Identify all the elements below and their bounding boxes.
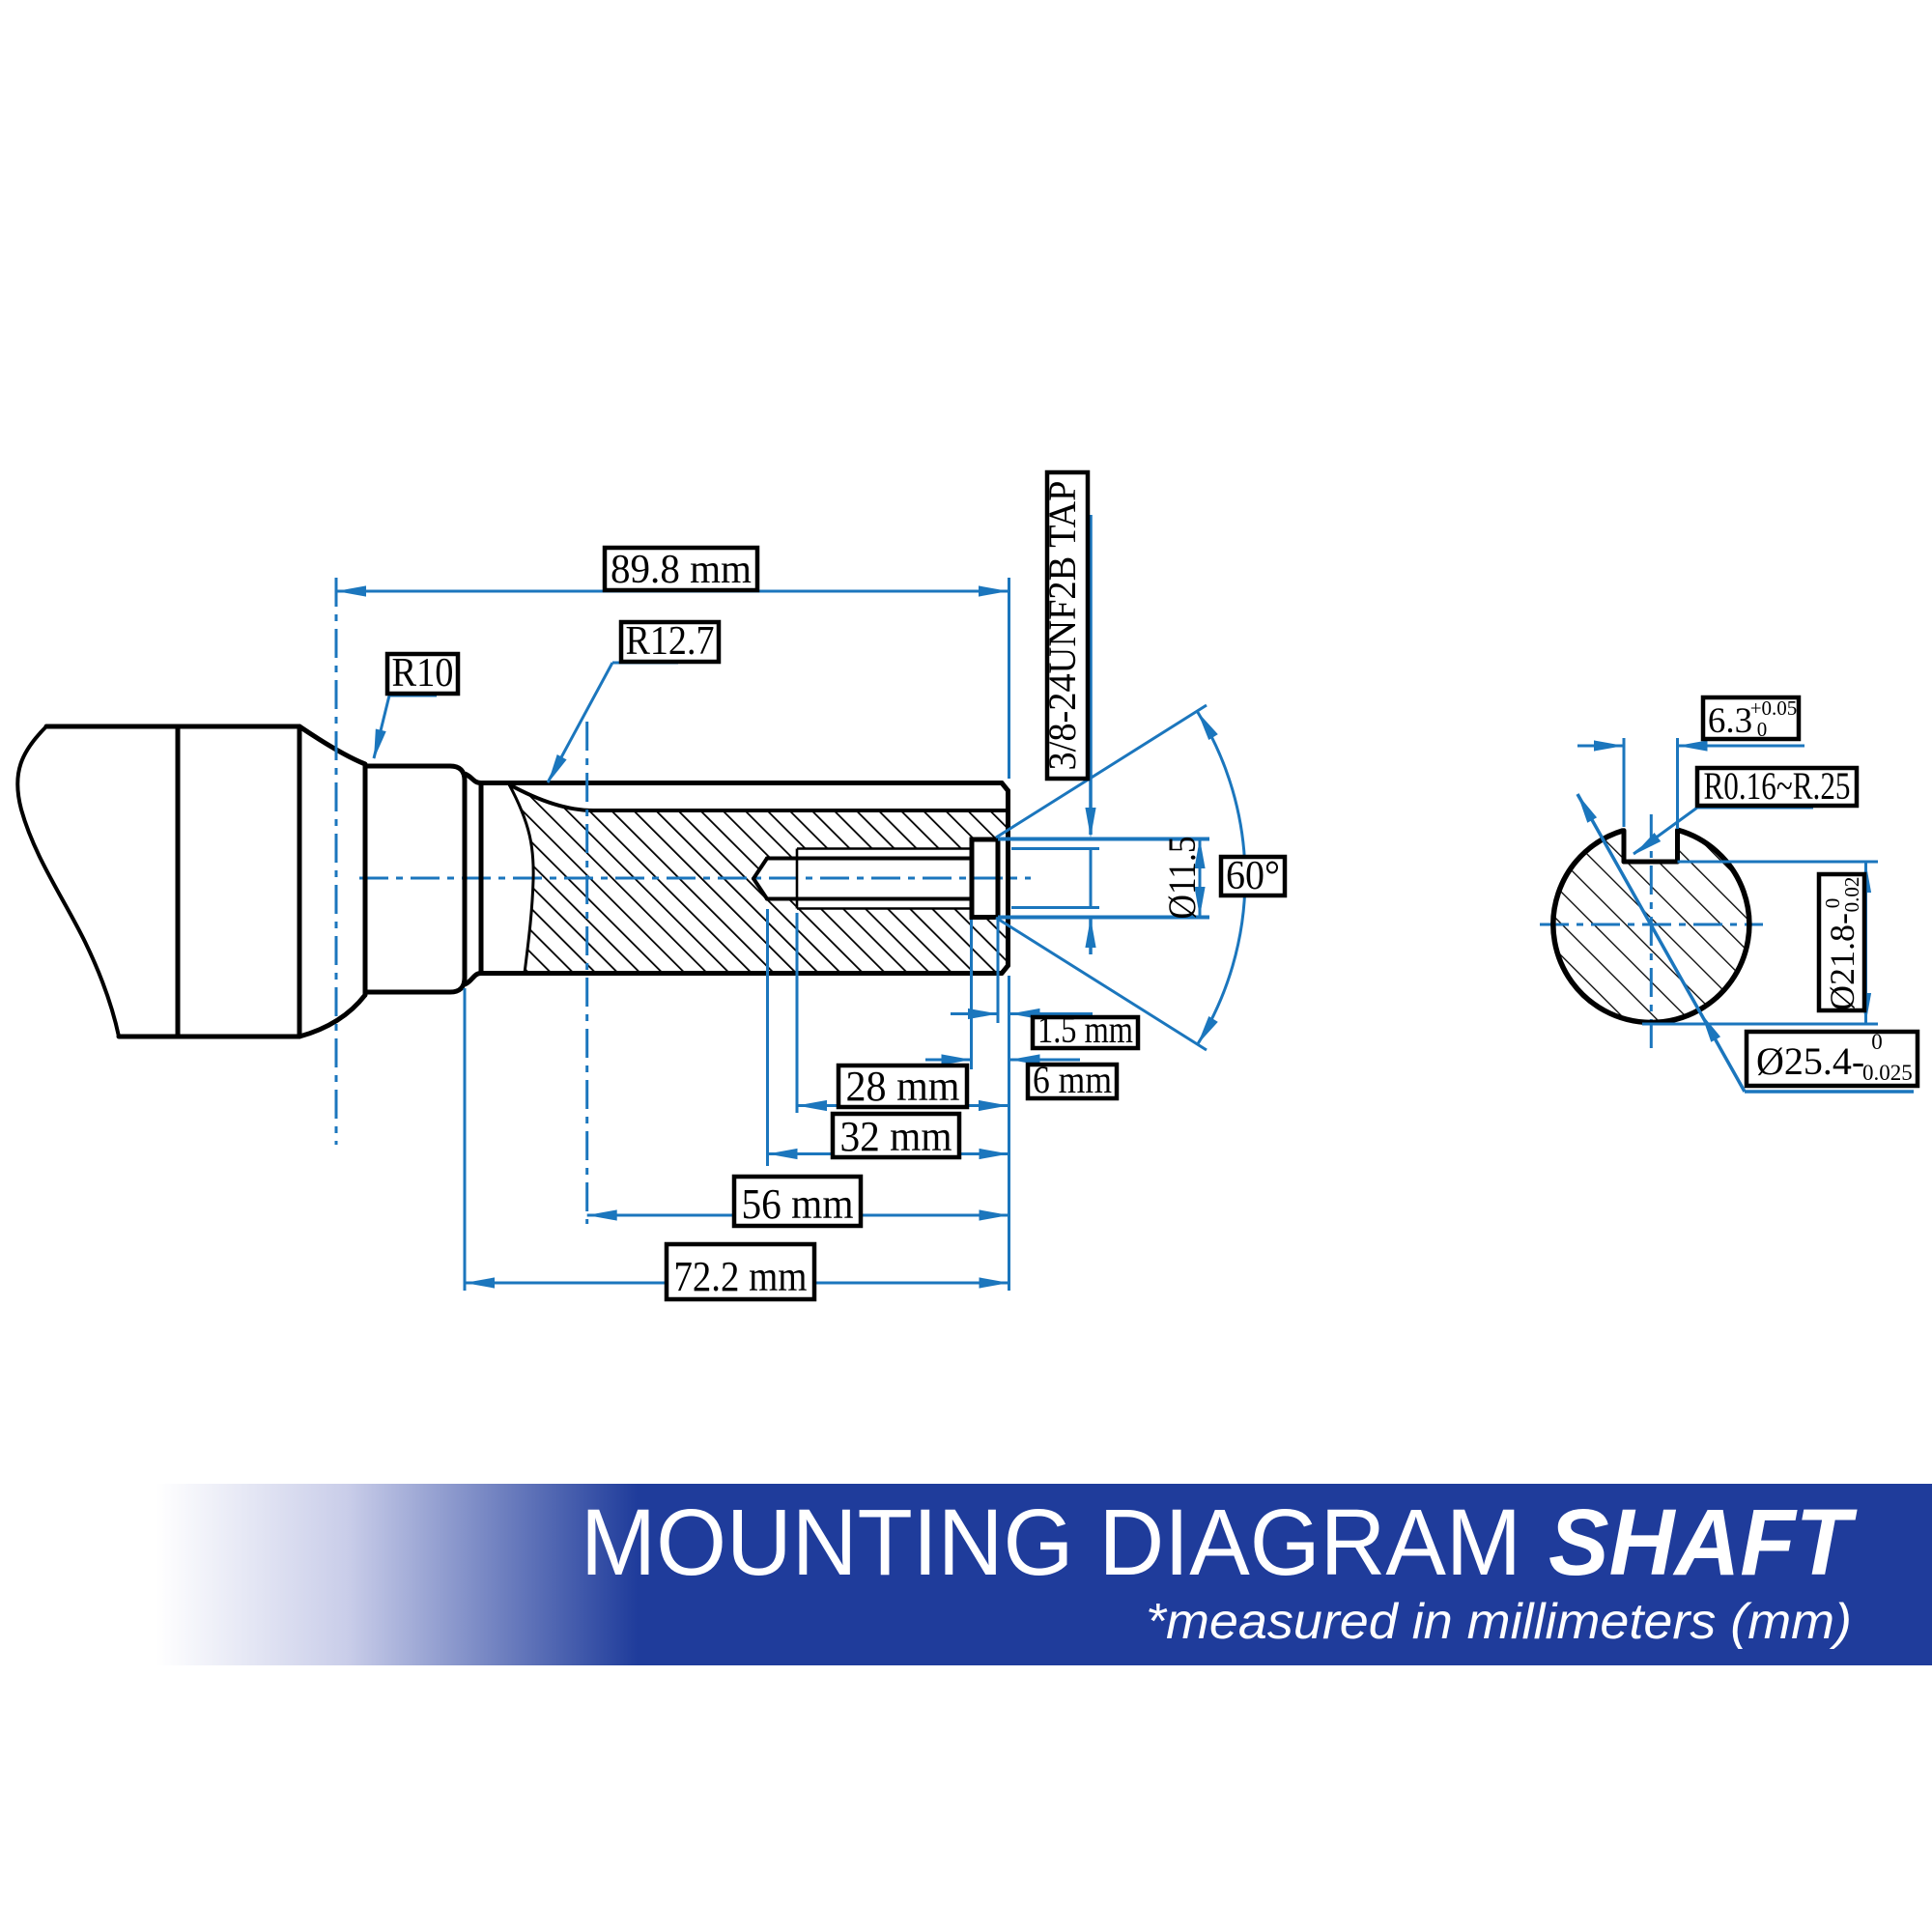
svg-text:R12.7: R12.7 [626, 619, 715, 664]
svg-text:6.3: 6.3 [1708, 701, 1752, 741]
svg-text:56 mm: 56 mm [742, 1180, 854, 1228]
svg-text:60°: 60° [1226, 854, 1280, 898]
svg-text:0: 0 [1871, 1030, 1883, 1054]
svg-text:*measured in millimeters (mm): *measured in millimeters (mm) [1146, 1594, 1852, 1650]
svg-text:0: 0 [1757, 718, 1768, 741]
svg-text:+0.05: +0.05 [1750, 696, 1798, 720]
svg-text:1.5 mm: 1.5 mm [1037, 1008, 1133, 1051]
svg-text:3/8-24UNF2B TAP: 3/8-24UNF2B TAP [1040, 481, 1084, 771]
svg-text:28 mm: 28 mm [846, 1063, 960, 1110]
svg-text:6 mm: 6 mm [1033, 1058, 1112, 1101]
svg-text:Ø11.5: Ø11.5 [1160, 837, 1204, 920]
svg-text:SHAFT: SHAFT [1548, 1490, 1858, 1595]
svg-text:0.025: 0.025 [1862, 1061, 1913, 1085]
svg-text:R0.16~R.25: R0.16~R.25 [1704, 764, 1851, 808]
svg-text:32 mm: 32 mm [840, 1113, 952, 1160]
svg-text:Ø21.8-: Ø21.8- [1823, 913, 1861, 1010]
svg-text:0.02: 0.02 [1840, 877, 1863, 913]
svg-text:0: 0 [1821, 898, 1844, 909]
svg-text:R10: R10 [392, 651, 454, 696]
svg-text:72.2 mm: 72.2 mm [674, 1253, 808, 1300]
svg-text:Ø25.4-: Ø25.4- [1756, 1039, 1864, 1083]
svg-text:89.8 mm: 89.8 mm [611, 548, 752, 592]
svg-text:MOUNTING DIAGRAM: MOUNTING DIAGRAM [581, 1490, 1521, 1595]
